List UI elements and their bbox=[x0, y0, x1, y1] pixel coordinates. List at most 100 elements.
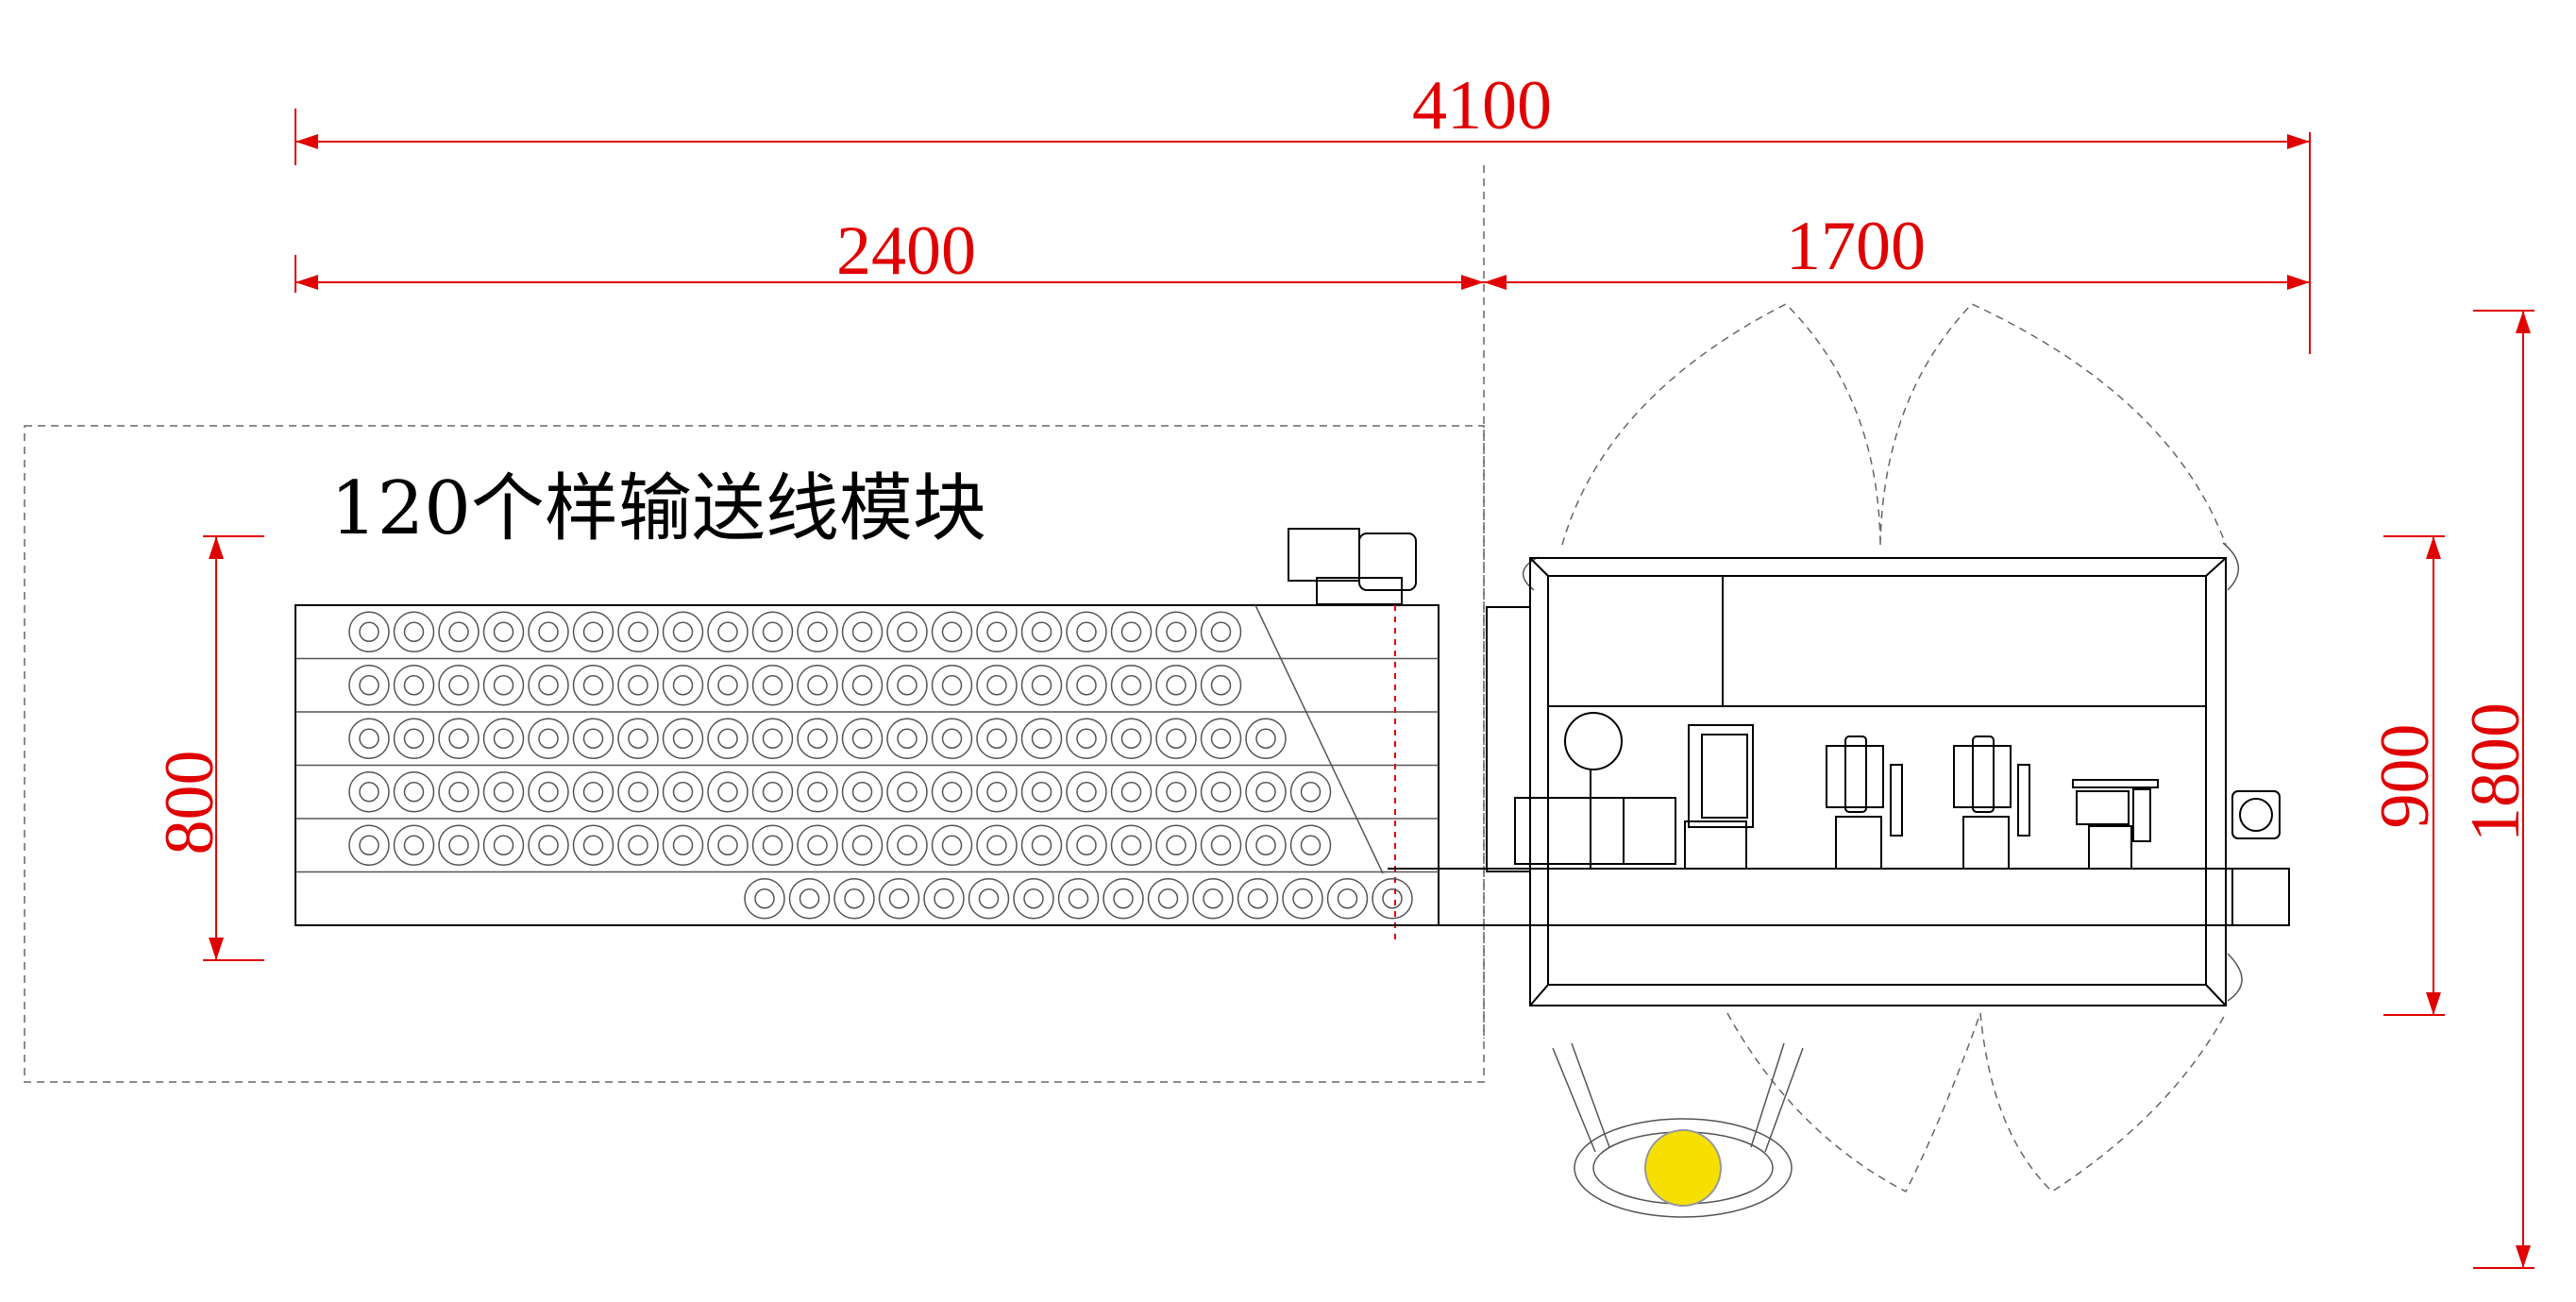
sample-tube bbox=[923, 878, 965, 920]
sample-tube bbox=[393, 611, 435, 652]
sample-tube bbox=[1245, 771, 1287, 813]
sample-tube bbox=[1020, 665, 1063, 706]
sample-tube bbox=[788, 878, 831, 920]
sample-tube bbox=[797, 824, 838, 866]
sample-tube bbox=[662, 611, 704, 652]
dim-4100: 4100 bbox=[295, 67, 2311, 354]
sample-tube bbox=[1020, 771, 1063, 813]
sample-tube bbox=[393, 824, 435, 866]
sample-tube bbox=[1245, 718, 1287, 759]
sample-tube bbox=[886, 611, 928, 652]
sample-tube bbox=[438, 665, 480, 706]
sample-tube bbox=[931, 824, 973, 866]
sample-tube bbox=[707, 665, 749, 706]
sample-tube bbox=[528, 665, 569, 706]
sample-tube bbox=[931, 771, 973, 813]
station-cabinet bbox=[1684, 724, 1754, 870]
sample-tube bbox=[1110, 771, 1153, 813]
sample-tube bbox=[482, 665, 525, 706]
conveyor-motor bbox=[1288, 528, 1417, 605]
sample-tube bbox=[976, 824, 1018, 866]
sample-tube bbox=[1110, 718, 1153, 759]
sample-tube bbox=[572, 824, 615, 866]
sample-tube bbox=[833, 878, 875, 920]
sample-tube bbox=[1155, 824, 1197, 866]
module-title: 120个样输送线模块 bbox=[330, 466, 986, 551]
sample-tube bbox=[1066, 824, 1107, 866]
sample-tube bbox=[617, 771, 659, 813]
dim-2400: 2400 bbox=[295, 212, 1484, 293]
sample-tube bbox=[1020, 824, 1063, 866]
station-3 bbox=[2072, 779, 2159, 870]
sample-tube bbox=[662, 665, 704, 706]
sample-tube bbox=[976, 665, 1018, 706]
sample-tube bbox=[878, 878, 920, 920]
testing-machine bbox=[1388, 303, 2290, 1193]
sample-tube bbox=[1013, 878, 1054, 920]
station-hopper bbox=[1514, 712, 1676, 869]
dim-label-900: 900 bbox=[2366, 724, 2444, 829]
sample-tube bbox=[438, 771, 480, 813]
sample-tube bbox=[617, 665, 659, 706]
sample-tube bbox=[841, 665, 884, 706]
sample-tube bbox=[841, 611, 884, 652]
sample-tube bbox=[662, 771, 704, 813]
sample-tube bbox=[1066, 611, 1107, 652]
dim-label-1700: 1700 bbox=[1786, 208, 1926, 285]
sample-tube bbox=[1110, 665, 1153, 706]
sample-conveyor bbox=[295, 528, 1440, 939]
dim-1800: 1800 bbox=[2457, 310, 2534, 1269]
sample-tube bbox=[797, 611, 838, 652]
sample-tube bbox=[438, 718, 480, 759]
sample-tube bbox=[393, 771, 435, 813]
sample-tube bbox=[662, 718, 704, 759]
sample-tube bbox=[1289, 824, 1332, 866]
sample-tube bbox=[1066, 771, 1107, 813]
sample-tube bbox=[1200, 718, 1242, 759]
sample-tube bbox=[393, 665, 435, 706]
sample-tube bbox=[1289, 771, 1332, 813]
sample-tube bbox=[751, 824, 794, 866]
sample-tube bbox=[1147, 878, 1189, 920]
sample-tube bbox=[348, 665, 390, 706]
sample-tube bbox=[751, 611, 794, 652]
sample-tube bbox=[1020, 611, 1063, 652]
sample-tube bbox=[572, 718, 615, 759]
sample-tube bbox=[707, 611, 749, 652]
sample-tube bbox=[751, 665, 794, 706]
sample-tube bbox=[1326, 878, 1369, 920]
sample-tube bbox=[797, 718, 838, 759]
dim-label-2400: 2400 bbox=[836, 212, 976, 290]
sample-tube bbox=[1155, 665, 1197, 706]
sample-tube bbox=[617, 824, 659, 866]
sample-tube bbox=[438, 824, 480, 866]
sample-tube bbox=[841, 718, 884, 759]
sample-tube bbox=[1155, 771, 1197, 813]
sample-tube bbox=[751, 718, 794, 759]
sample-tube bbox=[348, 771, 390, 813]
sample-tube bbox=[1282, 878, 1323, 920]
sample-tube bbox=[1200, 824, 1242, 866]
sample-tube bbox=[931, 665, 973, 706]
sample-tube bbox=[707, 824, 749, 866]
sample-tube bbox=[1245, 824, 1287, 866]
sample-tube bbox=[751, 771, 794, 813]
sample-tube bbox=[707, 771, 749, 813]
sample-tube bbox=[1110, 611, 1153, 652]
sample-tube bbox=[707, 718, 749, 759]
sample-tube bbox=[976, 718, 1018, 759]
sample-tube bbox=[797, 771, 838, 813]
sample-tube bbox=[482, 718, 525, 759]
sample-tube bbox=[528, 771, 569, 813]
sample-tube bbox=[572, 611, 615, 652]
station-1 bbox=[1826, 736, 1903, 870]
sample-tube bbox=[393, 718, 435, 759]
sample-tube bbox=[482, 771, 525, 813]
sample-tube bbox=[1200, 611, 1242, 652]
sample-tube bbox=[1200, 771, 1242, 813]
sample-tube bbox=[1155, 611, 1197, 652]
sample-tube bbox=[617, 611, 659, 652]
sample-tube bbox=[1110, 824, 1153, 866]
